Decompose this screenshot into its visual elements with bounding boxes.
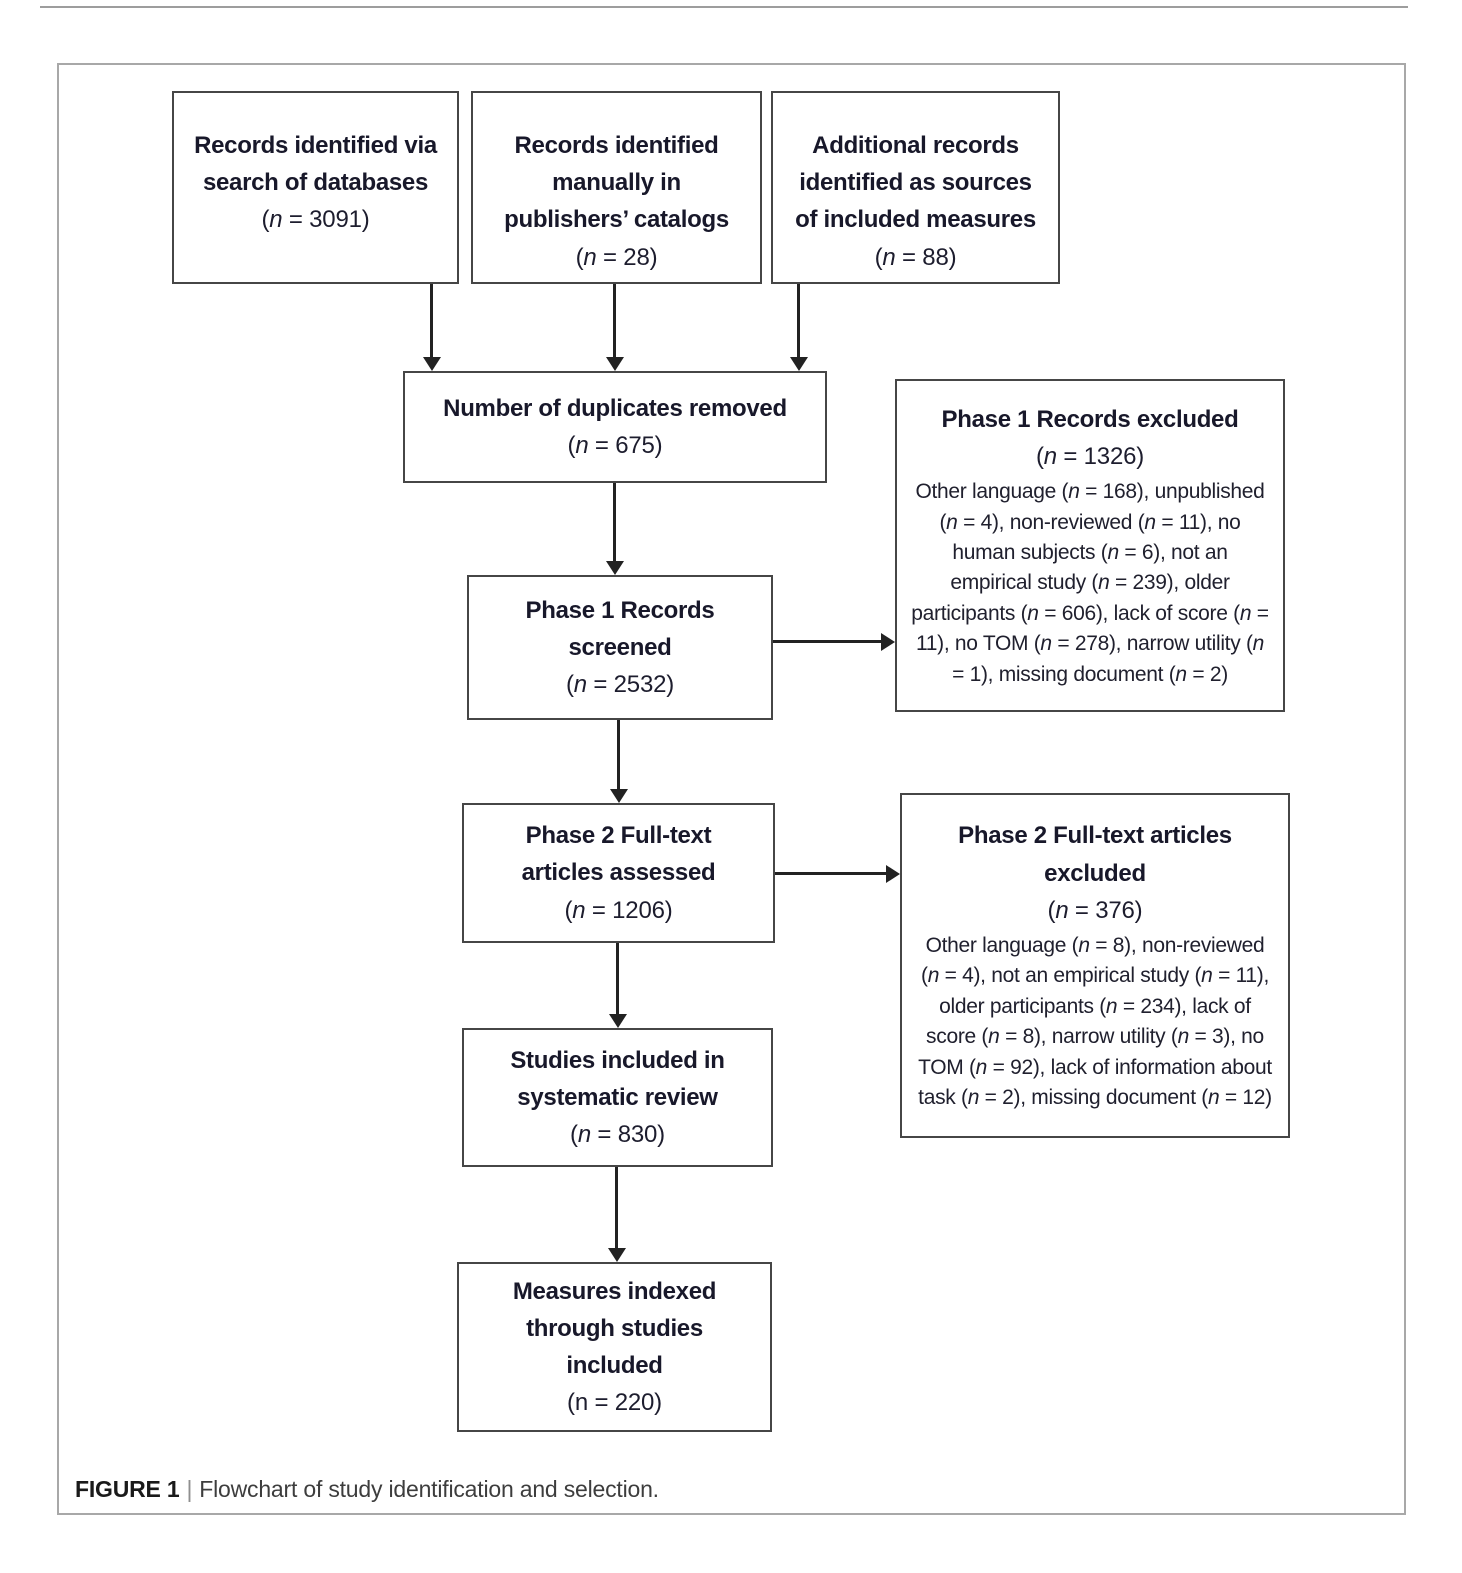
box-duplicates-removed: Number of duplicates removed (n = 675) [403, 371, 827, 483]
box-title: Phase 2 Full-text articles excluded [958, 822, 1232, 887]
box-measures-indexed: Measures indexed through studies include… [457, 1262, 772, 1432]
box-records-additional: Additional records identified as sources… [771, 91, 1060, 284]
box-n-count: (n = 88) [874, 243, 957, 271]
box-n-count: (n = 28) [575, 243, 658, 271]
box-title: Studies included in systematic review [510, 1046, 725, 1111]
box-exclusion-details: Other language (n = 8), non-reviewed (n … [918, 933, 1272, 1110]
figure-caption-separator: | [186, 1476, 193, 1502]
arrow-phase2-to-included [608, 943, 627, 1028]
arrow-manual-to-duplicates [605, 284, 624, 371]
figure-caption: FIGURE 1|Flowchart of study identificati… [75, 1476, 659, 1503]
box-n-count: (n = 3091) [261, 206, 370, 234]
box-phase1-screened: Phase 1 Records screened (n = 2532) [467, 575, 773, 720]
box-title: Measures indexed through studies include… [512, 1277, 717, 1379]
box-title: Phase 1 Records excluded [941, 405, 1239, 433]
arrow-phase1-to-phase2 [609, 720, 628, 803]
box-n-count: (n = 830) [570, 1121, 665, 1149]
page-divider-line [40, 6, 1408, 8]
box-n-count: (n = 1206) [564, 896, 673, 924]
box-records-manual: Records identified manually in publisher… [471, 91, 762, 284]
box-title: Phase 2 Full-text articles assessed [521, 822, 716, 887]
box-n-count: (n = 1326) [1035, 442, 1145, 470]
box-title: Number of duplicates removed [443, 394, 787, 422]
box-phase1-excluded: Phase 1 Records excluded (n = 1326) Othe… [895, 379, 1285, 712]
arrow-phase2-to-excluded [775, 864, 900, 883]
box-exclusion-details: Other language (n = 168), unpublished (n… [911, 480, 1269, 686]
box-phase2-excluded: Phase 2 Full-text articles excluded (n =… [900, 793, 1290, 1138]
box-title: Records identified via search of databas… [194, 132, 437, 197]
box-n-count: (n = 675) [567, 432, 663, 459]
figure-caption-label: FIGURE 1 [75, 1476, 180, 1502]
box-n-count: (n = 376) [1047, 896, 1143, 924]
arrow-phase1-to-excluded [773, 632, 895, 651]
box-n-count: (n = 220) [567, 1389, 662, 1417]
arrow-included-to-measures [607, 1167, 626, 1262]
arrow-databases-to-duplicates [422, 284, 441, 371]
box-title: Additional records identified as sources… [795, 132, 1036, 234]
box-n-count: (n = 2532) [565, 671, 675, 699]
box-title: Phase 1 Records screened [525, 596, 715, 661]
box-records-databases: Records identified via search of databas… [172, 91, 459, 284]
arrow-duplicates-to-phase1 [605, 483, 624, 575]
box-title: Records identified manually in publisher… [504, 132, 729, 234]
arrow-additional-to-duplicates [789, 284, 808, 371]
box-phase2-assessed: Phase 2 Full-text articles assessed (n =… [462, 803, 775, 943]
figure-caption-text: Flowchart of study identification and se… [199, 1476, 659, 1502]
box-studies-included: Studies included in systematic review (n… [462, 1028, 773, 1167]
